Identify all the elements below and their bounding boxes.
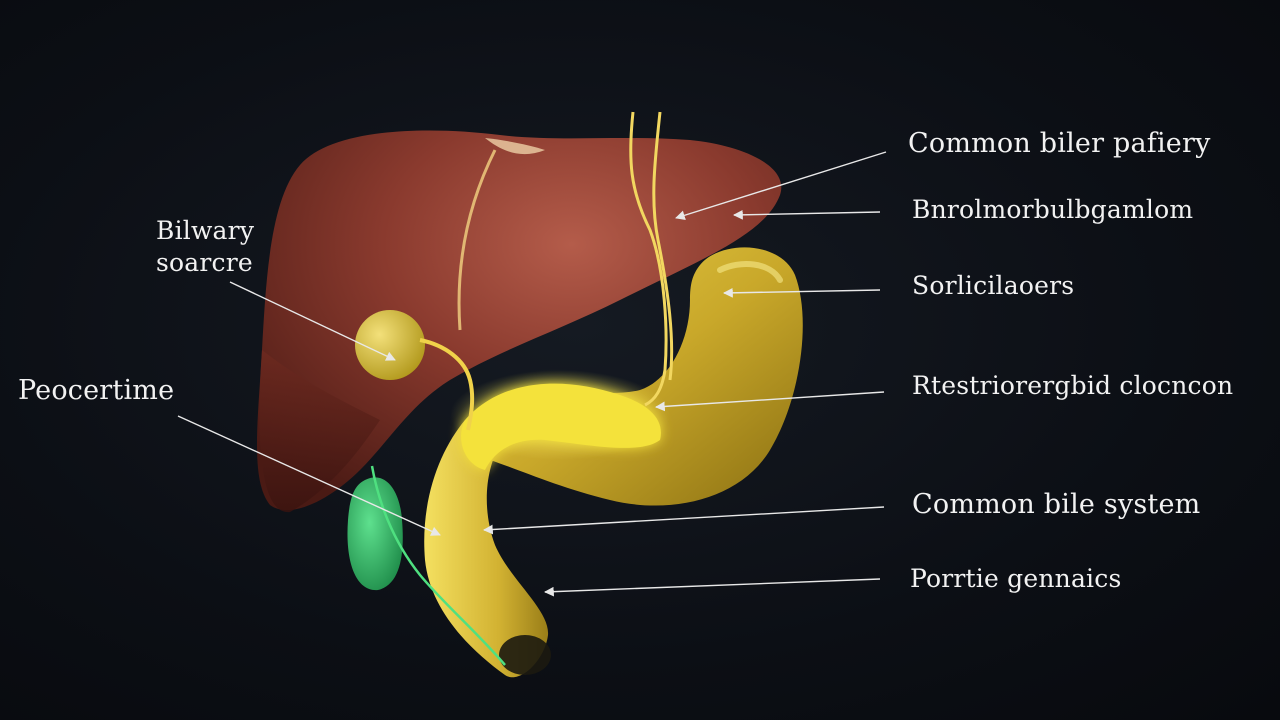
leader-common-biler-pafiery (675, 151, 887, 221)
bile-ducts (629, 111, 674, 407)
label-biliary-line2: soarcre (156, 248, 253, 277)
label-porrtie-gennaics: Porrtie gennaics (910, 564, 1122, 593)
liver (257, 130, 782, 513)
leader-rtestriore (655, 391, 885, 412)
label-biliary-line1: Bilwary (156, 216, 255, 245)
label-peocertime: Peocertime (18, 375, 175, 406)
label-common-bile-system: Common bile system (912, 489, 1201, 520)
label-bnrolmorb: Bnrolmorbulbgamlom (912, 195, 1194, 224)
pancreas (347, 465, 506, 666)
leader-lines (177, 151, 887, 597)
bright-duct-bend (450, 370, 670, 470)
label-common-biler-pafiery: Common biler pafiery (908, 128, 1211, 159)
leader-biliary (229, 281, 396, 361)
label-rtestriore: Rtestriorergbid clocncon (912, 371, 1234, 400)
leader-peocertime (177, 415, 441, 536)
gallbladder (355, 310, 475, 431)
leader-sorlicilaoers (723, 287, 881, 298)
leader-porrtie-gennaics (544, 578, 881, 597)
leader-common-bile-system (483, 506, 885, 535)
label-sorlicilaoers: Sorlicilaoers (912, 271, 1075, 300)
leader-bnrolmorb (733, 209, 881, 220)
